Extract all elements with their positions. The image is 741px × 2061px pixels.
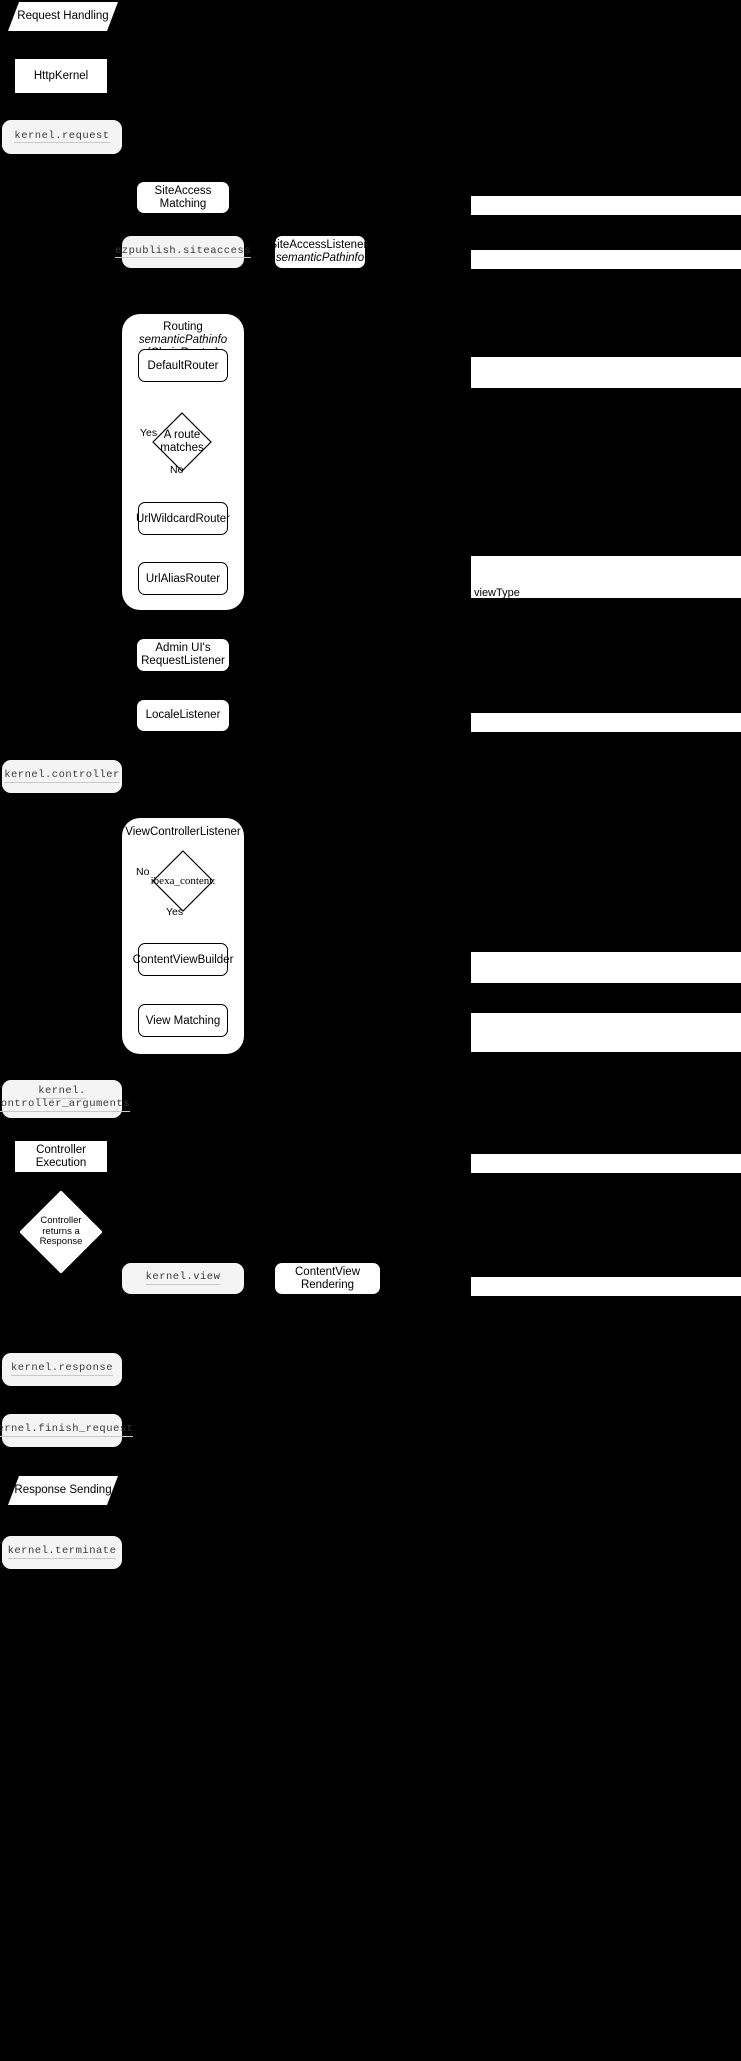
event-kernel-response-label: kernel.response: [10, 1362, 113, 1376]
group-routing-title-prefix: Routing: [163, 321, 203, 333]
event-ezpublish-siteaccess: ezpublish.siteaccess: [114, 236, 252, 268]
varbox-view: view: [471, 1033, 741, 1076]
event-kernel-finish-request-label: kernel.finish_request: [0, 1423, 134, 1437]
node-content-view-builder-label: ContentViewBuilder: [132, 953, 234, 966]
event-kernel-controller: kernel.controller: [2, 760, 122, 793]
node-siteaccess-matching: SiteAccess Matching: [137, 182, 229, 213]
node-controller-execution: Controller Execution: [15, 1141, 107, 1172]
node-controller-execution-label: Controller Execution: [35, 1143, 87, 1169]
varbox-response-view: response/view: [471, 1154, 741, 1197]
node-contentview-rendering: ContentView Rendering: [275, 1263, 380, 1294]
varbox-template-controller-line-1: controllerReference: [474, 1087, 570, 1100]
node-view-matching-label: View Matching: [145, 1014, 221, 1027]
event-kernel-request: kernel.request: [2, 120, 122, 154]
varbox-semantic-pathinfo: semanticPathinfo: [471, 250, 741, 293]
node-default-router: DefaultRouter: [138, 349, 228, 382]
node-http-kernel-label: HttpKernel: [33, 69, 89, 82]
node-admin-ui-request-listener-line2: RequestListener: [141, 655, 225, 667]
event-kernel-controller-label: kernel.controller: [4, 769, 120, 783]
node-admin-ui-request-listener-line1: Admin UI's: [155, 642, 211, 655]
node-url-wildcard-router: UrlWildcardRouter: [136, 502, 230, 535]
node-http-kernel: HttpKernel: [15, 59, 107, 93]
node-url-alias-router: UrlAliasRouter: [138, 562, 228, 595]
node-siteaccess-listener: SiteAccessListener: semanticPathinfo: [270, 236, 371, 268]
varbox-locale: _locale: [471, 713, 741, 756]
varbox-siteaccess: siteaccess: [471, 196, 741, 239]
edge-label-route-yes: Yes: [140, 427, 158, 439]
banner-response-sending: Response Sending: [8, 1476, 118, 1505]
node-content-view-builder: ContentViewBuilder: [133, 943, 233, 976]
edge-label-ibexa-no: No: [136, 866, 150, 878]
node-siteaccess-listener-line1: SiteAccessListener:: [269, 239, 371, 252]
event-kernel-terminate: kernel.terminate: [2, 1536, 122, 1569]
node-siteaccess-listener-line2: semanticPathinfo: [275, 252, 365, 264]
node-admin-ui-request-listener: Admin UI's RequestListener: [137, 639, 229, 671]
varbox-view-content-location-line-2: locationId: [474, 674, 522, 687]
event-ezpublish-siteaccess-label: ezpublish.siteaccess: [114, 244, 252, 259]
banner-response-sending-label: Response Sending: [14, 1484, 112, 1497]
node-locale-listener-label: LocaleListener: [145, 709, 221, 722]
varbox-route-controller-line-0: _route: [474, 388, 506, 401]
varbox-route-controller: _route _controller: [471, 357, 741, 444]
node-view-matching: View Matching: [138, 1004, 228, 1037]
event-kernel-view: kernel.view: [122, 1263, 244, 1294]
group-view-controller-listener-title: ViewControllerListener: [125, 826, 241, 838]
decision-a-route-matches: A route matches: [152, 412, 212, 472]
varbox-view-content-location: viewType contentId locationId: [471, 556, 741, 686]
event-kernel-finish-request: kernel.finish_request: [0, 1414, 134, 1447]
decision-ibexa-content: ibexa_content:: [151, 850, 215, 912]
event-kernel-controller-arguments-line1: kernel.: [38, 1085, 86, 1099]
event-kernel-controller-arguments: kernel. controller_arguments: [0, 1080, 131, 1118]
varbox-response-view-line-0: response/view: [474, 1185, 545, 1198]
event-kernel-request-label: kernel.request: [14, 129, 110, 144]
decision-controller-returns-response: Controller returns a Response: [20, 1191, 102, 1273]
varbox-view-content-location-line-0: viewType: [474, 587, 520, 600]
event-kernel-response: kernel.response: [2, 1353, 122, 1386]
node-siteaccess-matching-label: SiteAccess Matching: [154, 184, 212, 210]
varbox-response-line-0: response: [474, 1308, 520, 1321]
decision-ibexa-content-shape: [152, 850, 214, 912]
varbox-view-content-location-line-1: contentId: [474, 630, 520, 643]
edge-label-route-no: No: [170, 464, 184, 476]
varbox-content-location-line-0: content: [474, 983, 511, 996]
node-locale-listener: LocaleListener: [137, 700, 229, 731]
varbox-semantic-pathinfo-line-0: semanticPathinfo: [474, 281, 559, 294]
edge-label-ibexa-yes: Yes: [166, 906, 184, 918]
varbox-view-line-0: view: [474, 1064, 497, 1077]
varbox-locale-line-0: _locale: [474, 744, 509, 757]
event-kernel-view-label: kernel.view: [145, 1271, 221, 1285]
node-default-router-label: DefaultRouter: [147, 359, 219, 372]
event-kernel-terminate-label: kernel.terminate: [7, 1545, 117, 1559]
node-url-alias-router-label: UrlAliasRouter: [145, 572, 221, 585]
node-contentview-rendering-label: ContentView Rendering: [295, 1265, 360, 1291]
varbox-route-controller-line-1: _controller: [474, 431, 526, 444]
varbox-content-location: content location: [471, 952, 741, 1039]
decision-controller-returns-response-shape: [20, 1191, 102, 1273]
group-routing-title-italic: semanticPathinfo: [138, 334, 228, 347]
banner-request-handling: Request Handling: [8, 2, 118, 31]
varbox-siteaccess-line-0: siteaccess: [474, 227, 526, 240]
banner-request-handling-label: Request Handling: [17, 10, 109, 23]
node-url-wildcard-router-label: UrlWildcardRouter: [136, 512, 230, 525]
decision-a-route-matches-shape: [152, 412, 212, 472]
event-kernel-controller-arguments-line2: controller_arguments: [0, 1098, 131, 1112]
varbox-response: response: [471, 1277, 741, 1320]
